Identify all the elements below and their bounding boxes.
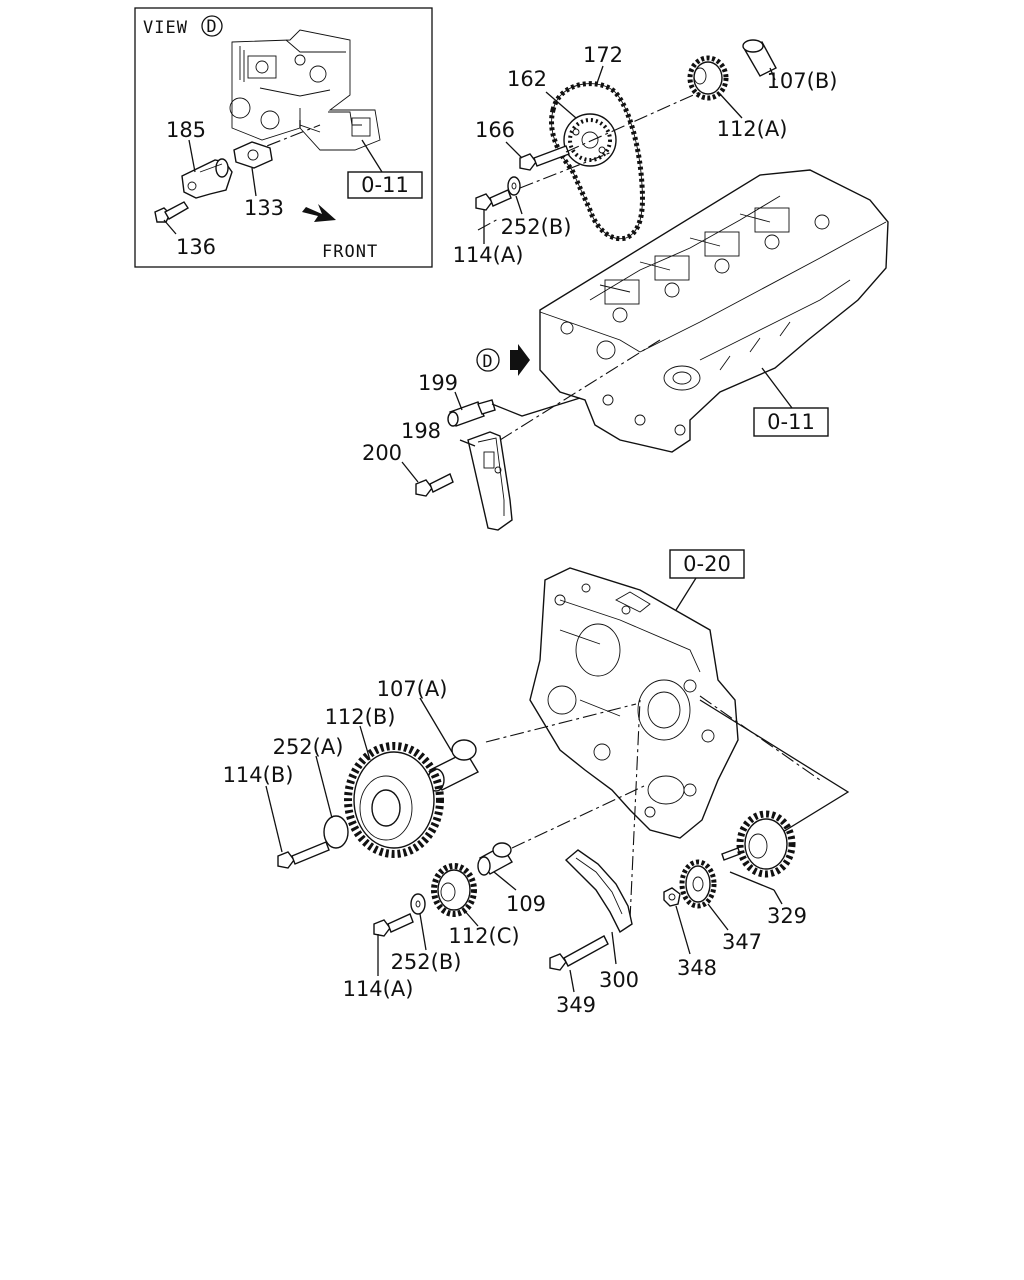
part-329-gear [736,810,796,878]
label-166: 166 [475,118,515,142]
label-252a: 252(A) [273,735,344,759]
part-key [721,847,741,861]
label-136: 136 [176,235,216,259]
part-252a-washer [323,815,349,849]
ref-0-20: 0-20 [683,552,731,576]
label-200: 200 [362,441,402,465]
view-marker: D [206,17,217,37]
part-252b-washer-bottom [410,893,426,915]
ref-0-11-inset: 0-11 [361,173,409,197]
label-112c: 112(C) [448,924,519,948]
part-349-bolt [549,935,609,971]
part-112c-gear [431,863,477,917]
label-349: 349 [556,993,596,1017]
part-136-bolt [154,201,189,223]
label-185: 185 [166,118,206,142]
label-114a-bottom: 114(A) [343,977,414,1001]
part-198-chain-guide [467,431,513,531]
part-348-nut [663,887,681,907]
bottom-assembly: 0-20 107(A) 112(B) 252(A) [223,549,850,1017]
top-assembly: 0-11 D 172 162 166 [362,39,889,531]
inset-block-drawing [229,29,381,151]
part-114a-bolt-top [475,189,512,211]
label-348: 348 [677,956,717,980]
part-347-sprocket [679,859,717,909]
ref-box-0-20 [669,549,745,579]
label-198: 198 [401,419,441,443]
ref-box-0-11-inset [347,171,423,199]
view-d-marker-text: D [482,352,493,372]
part-114a-bolt-bottom [373,913,414,937]
label-172: 172 [583,43,623,67]
part-200-bolt [415,473,454,497]
part-112a-gear [687,55,729,101]
label-252b-bottom: 252(B) [391,950,462,974]
part-162-sprocket [563,113,617,167]
view-d-marker [476,348,500,372]
label-199: 199 [418,371,458,395]
view-d-inset: VIEW D 185 [134,7,433,268]
label-329: 329 [767,904,807,928]
label-112b: 112(B) [325,705,396,729]
part-199-pin [447,399,496,427]
label-133: 133 [244,196,284,220]
ref-box-0-11-head [753,407,829,437]
part-133-gasket [233,141,273,169]
part-107b-pin [742,39,777,77]
front-label: FRONT [322,242,378,262]
view-title: VIEW [143,18,188,38]
part-112b-gear [344,742,444,858]
label-112a: 112(A) [717,117,788,141]
label-300: 300 [599,968,639,992]
part-166-bolt [519,145,570,171]
part-172-timing-chain [549,81,645,242]
label-114b: 114(B) [223,763,294,787]
ref-0-11-head: 0-11 [767,410,815,434]
label-252b-top: 252(B) [501,215,572,239]
view-d-arrow-icon [510,344,530,376]
part-252b-washer-top [507,176,521,196]
label-107a: 107(A) [377,677,448,701]
cylinder-head-drawing [539,169,889,453]
label-114a-top: 114(A) [453,243,524,267]
part-109-pin [477,842,513,876]
part-114b-bolt [277,841,330,869]
label-347: 347 [722,930,762,954]
label-109: 109 [506,892,546,916]
front-arrow-icon [302,204,336,222]
part-185-sensor [181,158,233,199]
label-162: 162 [507,67,547,91]
label-107b: 107(B) [767,69,838,93]
timing-case-drawing [529,567,739,839]
part-300-shoe [564,849,633,934]
